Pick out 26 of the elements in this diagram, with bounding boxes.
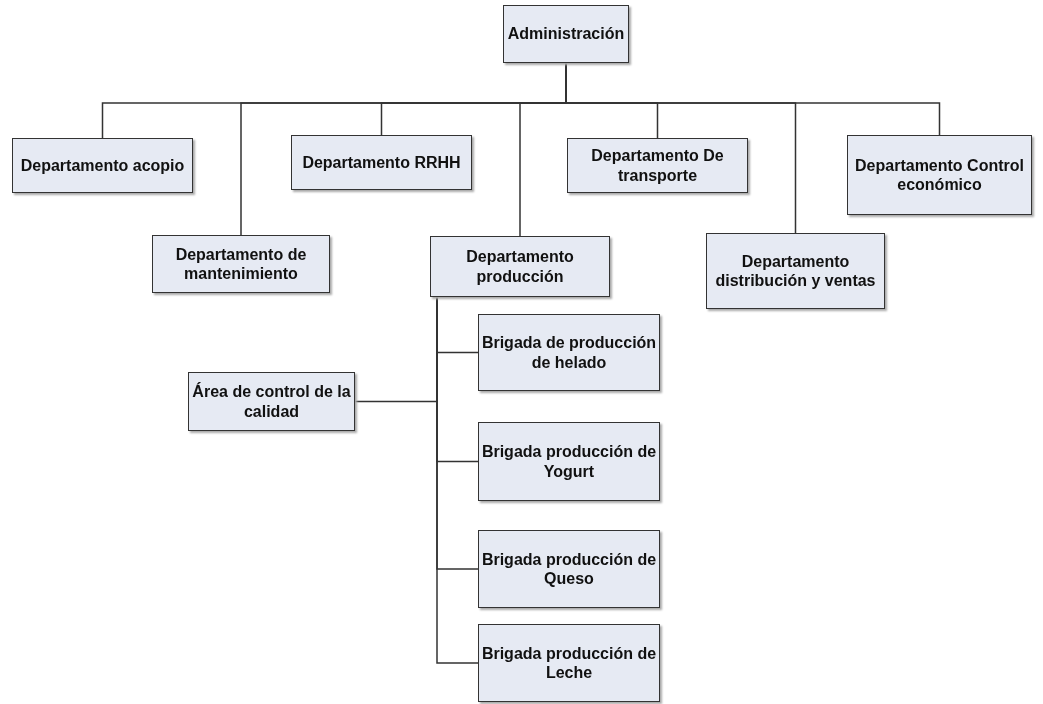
org-box [188,372,355,431]
box-label: Administración [507,24,625,44]
box-label: Brigada producción de Yogurt [480,442,658,481]
box-label: Brigada producción de Leche [480,643,658,683]
org-box [291,135,472,190]
box-label: Departamento RRHH [302,152,461,173]
org-box [847,135,1032,215]
box-label: Departamento Control económico [854,155,1025,195]
org-box [478,530,660,608]
org-box [12,138,193,193]
box-label: Departamento De transporte [590,146,725,185]
org-box [478,314,660,391]
box-label: Brigada producción de Queso [480,549,658,589]
org-box [430,236,610,297]
org-box [478,422,660,501]
org-box [567,138,748,193]
box-label: Departamento distribución y ventas [714,251,877,291]
org-box [152,235,330,293]
box-label: Brigada de producción de helado [480,333,658,372]
org-box [706,233,885,309]
box-label: Área de control de la calidad [191,382,352,421]
org-box [503,5,629,63]
box-label: Departamento de mantenimiento [174,244,308,284]
org-box [478,624,660,702]
box-label: Departamento producción [465,247,575,286]
box-label: Departamento acopio [20,155,185,176]
